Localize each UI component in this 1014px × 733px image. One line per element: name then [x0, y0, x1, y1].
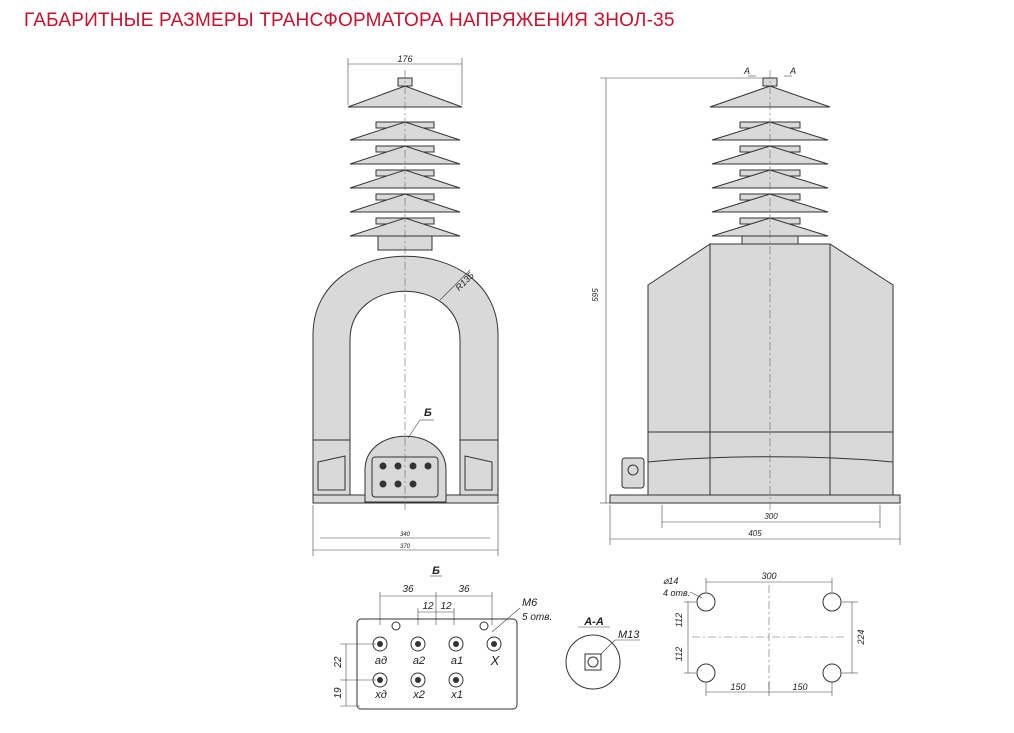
detail-terminals	[372, 636, 502, 688]
terminal-label-x-cap: X	[490, 653, 501, 668]
detail-dim-12-left: 12	[422, 601, 434, 612]
side-dim-405: 405	[748, 529, 762, 538]
base-holes-view: ⌀14 4 отв. 300 112 112 224 150 150	[663, 571, 866, 696]
terminal-label-a1: a1	[451, 655, 463, 667]
base-dim-112-top: 112	[674, 613, 684, 627]
terminal-label-x1: x1	[450, 689, 463, 701]
front-dim-340: 340	[400, 532, 411, 538]
base-dim-150-left: 150	[730, 682, 745, 692]
detail-thread-count: 5 отв.	[522, 612, 552, 623]
detail-thread-m6: M6	[522, 597, 538, 609]
front-callout-b: Б	[424, 407, 432, 419]
front-terminal-box	[364, 435, 447, 503]
front-dim-176: 176	[397, 54, 412, 64]
front-dim-370: 370	[400, 544, 411, 550]
terminal-label-ad: aд	[375, 655, 387, 667]
terminal-label-a2: a2	[413, 655, 425, 667]
detail-b-label: Б	[432, 565, 440, 577]
section-aa-label: А-А	[583, 616, 604, 628]
side-section-mark-right: А	[789, 66, 796, 76]
base-dim-300: 300	[761, 571, 776, 581]
side-view: А А 595 300 405	[591, 66, 901, 545]
side-body	[647, 243, 894, 496]
terminal-label-x2: x2	[412, 689, 425, 701]
detail-dim-12-right: 12	[440, 601, 452, 612]
base-hole-dia: ⌀14	[663, 576, 678, 586]
detail-dim-19: 19	[333, 687, 344, 699]
section-aa-thread: M13	[618, 629, 640, 641]
page-title: ГАБАРИТНЫЕ РАЗМЕРЫ ТРАНСФОРМАТОРА НАПРЯЖ…	[24, 10, 675, 31]
base-dim-112-bottom: 112	[674, 647, 684, 661]
base-hole-count: 4 отв.	[663, 588, 690, 598]
front-view: 176 R135 Б 340 370	[312, 54, 499, 556]
side-dim-300: 300	[764, 512, 778, 521]
front-arch	[312, 255, 499, 441]
side-section-mark-left: А	[743, 66, 750, 76]
section-aa: А-А M13	[565, 616, 640, 690]
base-dim-150-right: 150	[792, 682, 807, 692]
base-dim-224: 224	[856, 629, 866, 645]
terminal-label-xd: xд	[374, 689, 387, 701]
side-dim-595: 595	[591, 288, 600, 302]
detail-dim-36-right: 36	[458, 584, 470, 595]
detail-dim-22: 22	[333, 656, 344, 669]
detail-dim-36-left: 36	[402, 584, 414, 595]
detail-b: Б 36 36 12 12 M6 5 отв. aд a2	[333, 565, 552, 710]
